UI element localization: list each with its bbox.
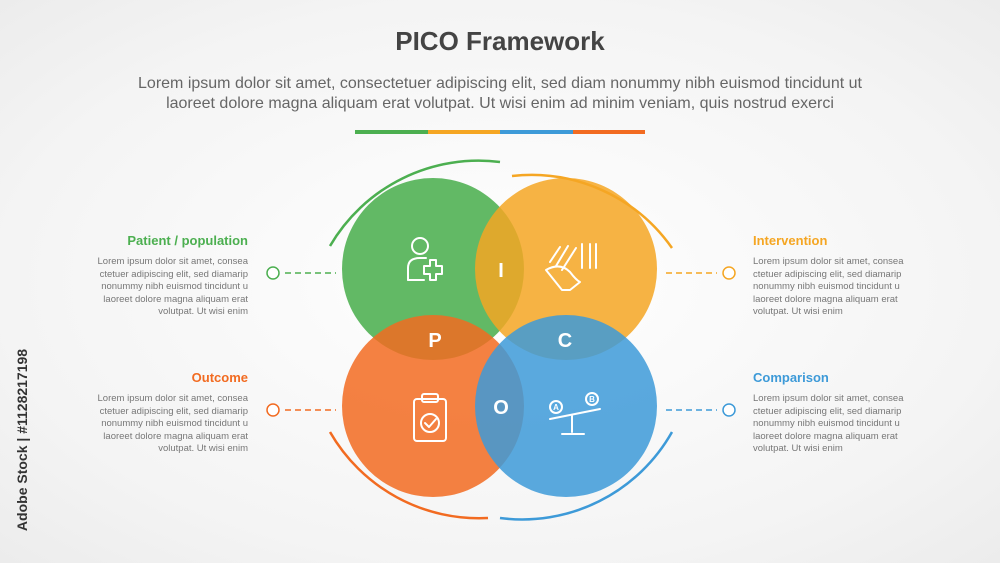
desc-patient-line: ctetuer adipiscing elit, sed diamarip bbox=[99, 268, 248, 280]
stock-id-text: Adobe Stock | #1128217198 bbox=[14, 348, 30, 532]
circle-outcome bbox=[342, 315, 524, 497]
desc-intervention-line: volutpat. Ut wisi enim bbox=[753, 306, 843, 318]
heading-patient: Patient / population bbox=[127, 233, 248, 248]
color-divider-orange bbox=[427, 130, 500, 134]
outer-arc-green bbox=[328, 159, 501, 247]
desc-patient-line: laoreet dolore magna aliquam erat bbox=[103, 293, 248, 305]
hand-stop-icon bbox=[545, 243, 597, 291]
user-plus-icon bbox=[407, 237, 443, 281]
heading-comparison: Comparison bbox=[753, 370, 829, 385]
subtitle-line-1: Lorem ipsum dolor sit amet, consectetuer… bbox=[138, 75, 862, 92]
desc-patient: Lorem ipsum dolor sit amet, consea ctetu… bbox=[68, 256, 248, 319]
desc-patient-line: volutpat. Ut wisi enim bbox=[158, 306, 248, 318]
desc-comparison-line: Lorem ipsum dolor sit amet, consea bbox=[753, 393, 904, 404]
connector-patient bbox=[266, 266, 336, 280]
subtitle-line-2: laoreet dolore magna aliquam erat volutp… bbox=[166, 95, 834, 112]
color-divider-green bbox=[355, 130, 428, 134]
letter-c: C bbox=[558, 330, 572, 352]
desc-outcome-line: ctetuer adipiscing elit, sed diamarip bbox=[99, 405, 248, 417]
stock-id-sidebar: Adobe Stock | #1128217198 bbox=[10, 330, 34, 550]
desc-patient-line: Lorem ipsum dolor sit amet, consea bbox=[97, 256, 248, 267]
connector-comparison bbox=[666, 403, 736, 417]
desc-comparison-line: laoreet dolore magna aliquam erat bbox=[753, 430, 898, 442]
letter-o: O bbox=[493, 397, 509, 419]
desc-outcome-line: volutpat. Ut wisi enim bbox=[158, 443, 248, 455]
connector-intervention bbox=[666, 266, 736, 280]
color-divider-blue bbox=[500, 130, 573, 134]
desc-comparison-line: nonummy nibh euismod tincidunt u bbox=[753, 418, 900, 430]
desc-comparison: Lorem ipsum dolor sit amet, consea ctetu… bbox=[753, 393, 933, 456]
outer-arc-blue bbox=[499, 431, 674, 521]
desc-intervention-line: laoreet dolore magna aliquam erat bbox=[753, 293, 898, 305]
desc-intervention: Lorem ipsum dolor sit amet, consea ctetu… bbox=[753, 256, 933, 319]
color-divider bbox=[355, 130, 645, 134]
seesaw-label-a: A bbox=[553, 403, 559, 412]
desc-comparison-line: volutpat. Ut wisi enim bbox=[753, 443, 843, 455]
desc-outcome: Lorem ipsum dolor sit amet, consea ctetu… bbox=[68, 393, 248, 456]
letter-p: P bbox=[428, 330, 441, 352]
page-title: PICO Framework bbox=[395, 26, 605, 56]
letter-i: I bbox=[498, 260, 504, 282]
clipboard-check-icon bbox=[413, 393, 447, 442]
desc-outcome-line: laoreet dolore magna aliquam erat bbox=[103, 430, 248, 442]
desc-outcome-line: nonummy nibh euismod tincidunt u bbox=[101, 418, 248, 430]
connector-outcome bbox=[266, 403, 336, 417]
desc-outcome-line: Lorem ipsum dolor sit amet, consea bbox=[97, 393, 248, 404]
outer-arc-red bbox=[328, 431, 489, 520]
heading-intervention: Intervention bbox=[753, 233, 828, 248]
desc-intervention-line: ctetuer adipiscing elit, sed diamarip bbox=[753, 268, 902, 280]
circle-comparison bbox=[475, 315, 657, 497]
seesaw-label-b: B bbox=[589, 395, 595, 404]
desc-intervention-line: Lorem ipsum dolor sit amet, consea bbox=[753, 256, 904, 267]
desc-intervention-line: nonummy nibh euismod tincidunt u bbox=[753, 281, 900, 293]
desc-patient-line: nonummy nibh euismod tincidunt u bbox=[101, 281, 248, 293]
subtitle: Lorem ipsum dolor sit amet, consectetuer… bbox=[60, 74, 940, 114]
heading-outcome: Outcome bbox=[191, 370, 248, 385]
color-divider-red bbox=[572, 130, 645, 134]
seesaw-balance-icon bbox=[549, 392, 601, 435]
circle-patient bbox=[342, 178, 524, 360]
desc-comparison-line: ctetuer adipiscing elit, sed diamarip bbox=[753, 405, 902, 417]
